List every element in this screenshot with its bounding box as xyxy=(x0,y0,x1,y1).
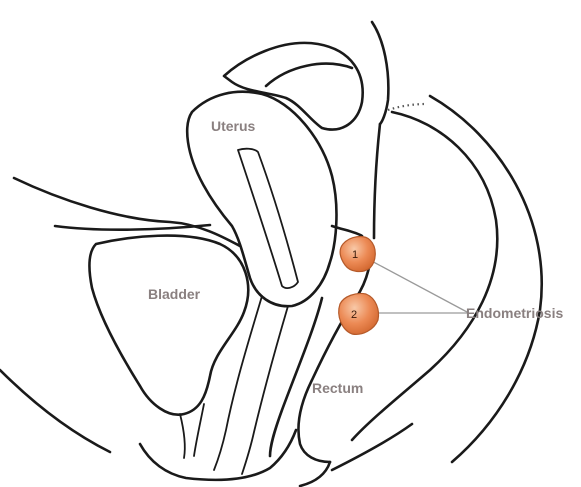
bladder-neck-outline xyxy=(180,414,185,458)
peritoneum-upper-line xyxy=(266,64,352,86)
lesion-1-number: 1 xyxy=(352,249,358,261)
vagina-inner-outline xyxy=(242,306,288,474)
callout-line-1 xyxy=(366,258,467,312)
lesion-2-number: 2 xyxy=(351,309,357,321)
rectum-posterior-outline xyxy=(374,124,380,238)
buttock-outline xyxy=(332,424,412,470)
sacrum-outline xyxy=(430,96,542,462)
sacrum-top-dotted xyxy=(388,104,426,110)
urethra-outline xyxy=(194,404,204,456)
endometriosis-label: Endometriosis xyxy=(466,305,563,321)
bladder-label: Bladder xyxy=(148,286,201,302)
uterus-outline xyxy=(187,92,336,306)
rectum-label: Rectum xyxy=(312,380,363,396)
anterior-wall-outline xyxy=(55,225,210,230)
endometriosis-lesion-1: 1 xyxy=(340,237,375,272)
rectum-upper-outline xyxy=(372,22,388,124)
anal-outline xyxy=(300,462,330,486)
bowel-loop-outline xyxy=(224,43,363,130)
endometriosis-lesion-2: 2 xyxy=(339,293,379,334)
rectum-outer-outline xyxy=(352,112,497,440)
uterus-label: Uterus xyxy=(211,118,256,134)
bladder-outline xyxy=(89,236,248,415)
rectum-anterior-outline xyxy=(299,246,371,462)
left-thigh-outline xyxy=(0,370,110,452)
